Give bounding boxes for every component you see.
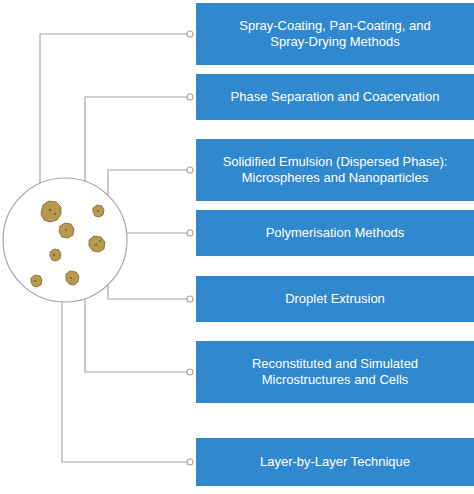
particle — [93, 205, 104, 217]
method-label: Solidified Emulsion (Dispersed Phase): M… — [219, 154, 451, 187]
particles — [31, 201, 105, 287]
method-label: Reconstituted and Simulated Microstructu… — [219, 356, 451, 389]
branch-end — [187, 459, 193, 465]
branch-end — [187, 167, 193, 173]
branch-line — [62, 302, 187, 462]
method-box: Reconstituted and Simulated Microstructu… — [196, 341, 474, 403]
particle — [89, 236, 105, 252]
particle — [59, 223, 74, 238]
method-box: Solidified Emulsion (Dispersed Phase): M… — [196, 139, 474, 201]
method-box: Polymerisation Methods — [196, 210, 474, 256]
method-label: Droplet Extrusion — [285, 291, 385, 307]
sample-circle — [3, 178, 127, 302]
branch-line — [127, 232, 187, 233]
branch-ends — [187, 31, 193, 465]
method-label: Spray-Coating, Pan-Coating, and Spray-Dr… — [219, 18, 451, 51]
method-box: Layer-by-Layer Technique — [196, 438, 474, 486]
particle — [31, 275, 42, 287]
particle — [41, 201, 61, 222]
branch-line — [40, 34, 187, 183]
method-label: Polymerisation Methods — [266, 225, 405, 241]
branch-end — [187, 230, 193, 236]
branch-end — [187, 31, 193, 37]
method-label: Phase Separation and Coacervation — [231, 89, 440, 105]
branch-end — [187, 296, 193, 302]
method-label: Layer-by-Layer Technique — [260, 454, 410, 470]
particle — [50, 249, 61, 261]
branch-line — [85, 97, 187, 181]
particle — [66, 271, 79, 285]
branch-end — [187, 369, 193, 375]
branch-end — [187, 94, 193, 100]
branch-line — [85, 299, 187, 372]
particle-texture — [34, 209, 101, 282]
method-box: Droplet Extrusion — [196, 276, 474, 322]
method-box: Spray-Coating, Pan-Coating, and Spray-Dr… — [196, 3, 474, 65]
method-box: Phase Separation and Coacervation — [196, 74, 474, 120]
branch-line — [108, 285, 187, 299]
branch-line — [108, 170, 187, 195]
